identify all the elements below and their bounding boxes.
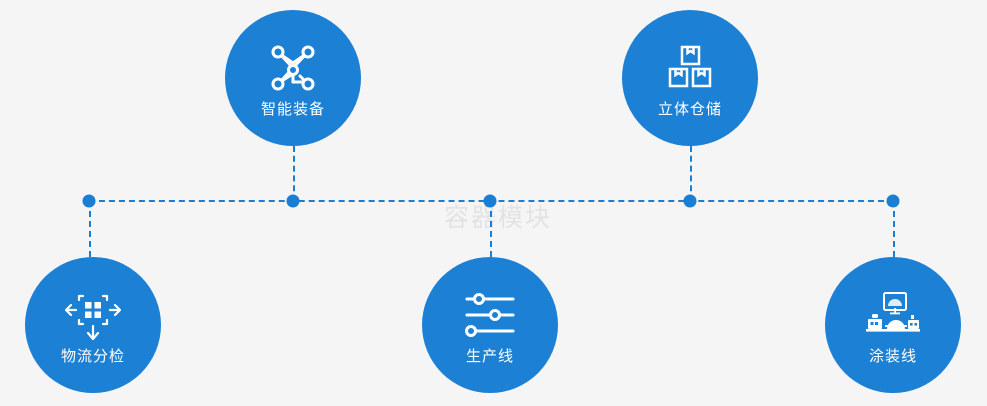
branch-line-logistics-sorting xyxy=(89,201,91,257)
junction-dot-1[interactable] xyxy=(82,194,96,208)
node-label-logistics-sorting: 物流分检 xyxy=(60,347,125,365)
junction-dot-5[interactable] xyxy=(886,194,900,208)
stacked-boxes-icon xyxy=(665,40,715,96)
node-label-painting-line: 涂装线 xyxy=(868,347,917,365)
node-production-line[interactable]: 生产线 xyxy=(422,257,558,393)
sorting-arrows-icon xyxy=(65,287,121,343)
branch-line-stereoscopic-warehouse xyxy=(690,146,692,201)
node-intelligent-equipment[interactable]: 智能装备 xyxy=(225,10,361,146)
branch-line-production-line xyxy=(490,201,492,257)
factory-machine-icon xyxy=(864,287,922,343)
watermark-text: 容器模块 xyxy=(443,204,552,232)
junction-dot-3[interactable] xyxy=(483,194,497,208)
node-label-stereoscopic-warehouse: 立体仓储 xyxy=(657,100,722,118)
branch-line-intelligent-equipment xyxy=(293,146,295,201)
branch-line-painting-line xyxy=(893,201,895,257)
node-logistics-sorting[interactable]: 物流分检 xyxy=(25,257,161,393)
node-label-intelligent-equipment: 智能装备 xyxy=(260,100,325,118)
sliders-icon xyxy=(462,287,518,343)
node-stereoscopic-warehouse[interactable]: 立体仓储 xyxy=(622,10,758,146)
node-painting-line[interactable]: 涂装线 xyxy=(825,257,961,393)
node-label-production-line: 生产线 xyxy=(465,347,514,365)
junction-dot-4[interactable] xyxy=(683,194,697,208)
network-nodes-icon xyxy=(268,40,318,96)
junction-dot-2[interactable] xyxy=(286,194,300,208)
